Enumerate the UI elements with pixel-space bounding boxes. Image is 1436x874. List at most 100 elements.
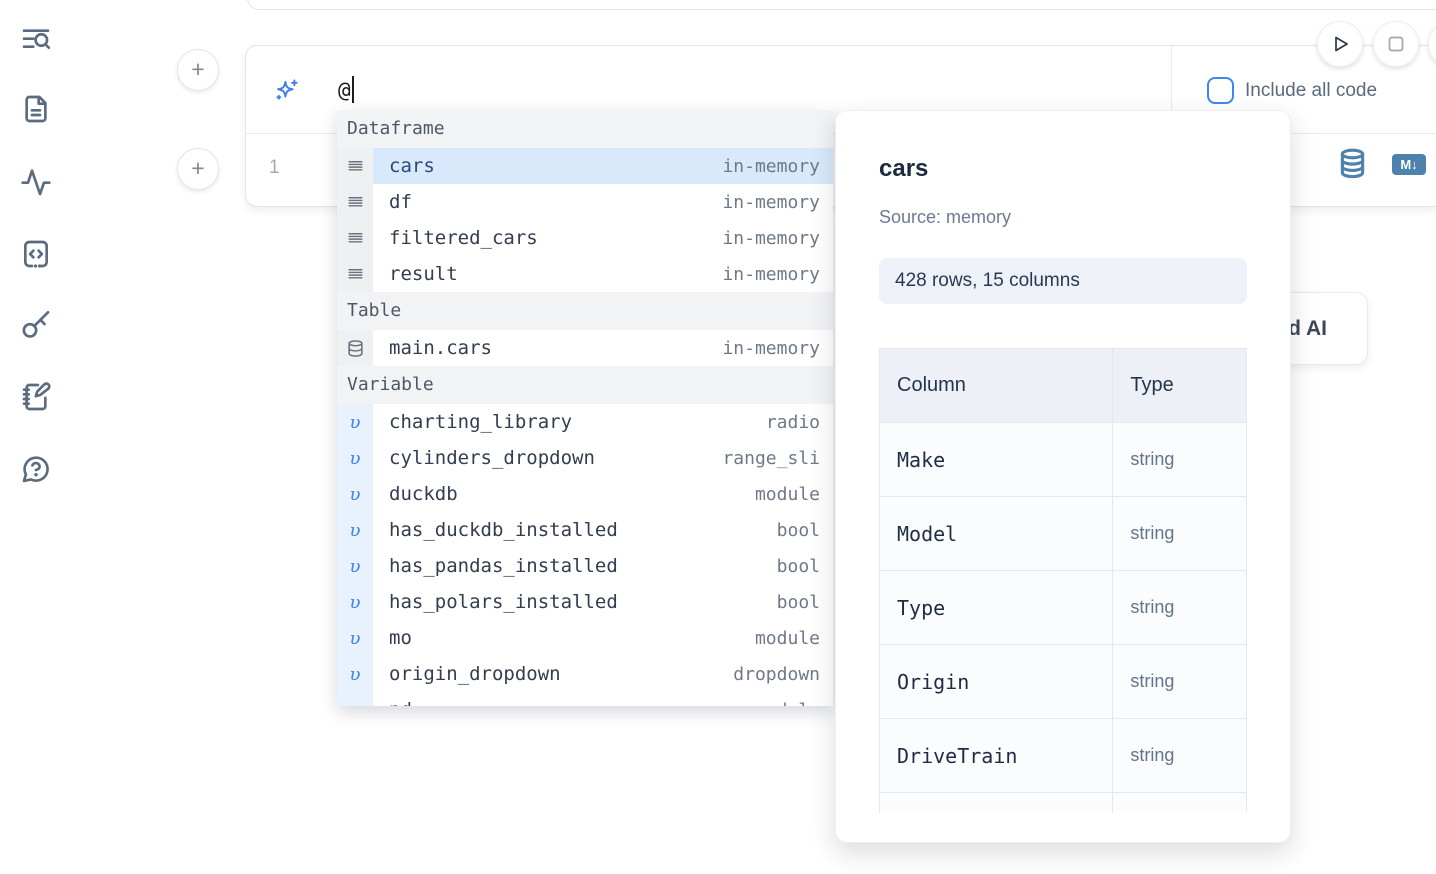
variable-icon: υ: [337, 476, 373, 512]
item-name: has_duckdb_installed: [389, 519, 618, 541]
item-type: module: [754, 627, 820, 649]
item-name: filtered_cars: [389, 227, 538, 249]
run-cell-button[interactable]: [1317, 21, 1363, 67]
code-editor-row[interactable]: 1 M↓: [246, 134, 1436, 206]
rows-icon: [337, 220, 373, 256]
dataframe-preview-card: cars Source: memory 428 rows, 15 columns…: [835, 110, 1291, 843]
markdown-icon[interactable]: M↓: [1392, 154, 1426, 175]
database-icon[interactable]: [1338, 148, 1367, 179]
item-type: range_sli: [722, 447, 820, 469]
item-type: bool: [776, 555, 820, 577]
include-all-code-label: Include all code: [1245, 80, 1378, 101]
ai-prompt-input[interactable]: @: [338, 77, 351, 102]
code-snippet-icon[interactable]: [20, 238, 52, 270]
item-type: in-memory: [722, 263, 820, 285]
variable-icon: υ: [337, 548, 373, 584]
column-type: string: [1112, 496, 1247, 571]
item-name: cars: [389, 155, 435, 177]
item-name: has_polars_installed: [389, 591, 618, 613]
item-name: pd: [389, 699, 412, 706]
column-name: Model: [879, 496, 1114, 571]
left-toolbar: [0, 0, 70, 874]
rows-icon: [337, 148, 373, 184]
item-name: df: [389, 191, 412, 213]
variable-icon: υ: [337, 512, 373, 548]
add-cell-button[interactable]: +: [177, 148, 219, 190]
column-type: string: [1112, 570, 1247, 645]
scratchpad-pen-icon[interactable]: [20, 381, 52, 413]
preview-title: cars: [879, 155, 929, 182]
schema-header-type: Type: [1112, 348, 1247, 423]
add-cell-button[interactable]: +: [177, 49, 219, 91]
variable-icon: υ: [337, 620, 373, 656]
autocomplete-section-header: Table: [337, 292, 833, 330]
autocomplete-item-df[interactable]: df in-memory: [337, 184, 833, 220]
item-name: duckdb: [389, 483, 458, 505]
item-type: module: [755, 700, 820, 707]
column-name: DriveTrain: [879, 718, 1114, 793]
column-name: Make: [879, 422, 1114, 497]
previous-cell-edge: [247, 0, 1436, 10]
rows-icon: [337, 184, 373, 220]
item-type: dropdown: [733, 663, 820, 685]
key-icon[interactable]: [20, 309, 52, 341]
variable-icon: υ: [337, 440, 373, 476]
item-name: charting_library: [389, 411, 573, 433]
item-type: in-memory: [722, 191, 820, 213]
autocomplete-item-pd[interactable]: υ pd module: [337, 692, 833, 706]
autocomplete-item-has_duckdb_installed[interactable]: υ has_duckdb_installed bool: [337, 512, 833, 548]
autocomplete-item-has_pandas_installed[interactable]: υ has_pandas_installed bool: [337, 548, 833, 584]
database-icon: [337, 330, 373, 366]
text-cursor: [351, 76, 354, 103]
activity-icon[interactable]: [20, 166, 52, 198]
item-type: in-memory: [722, 227, 820, 249]
variable-icon: υ: [337, 404, 373, 440]
autocomplete-item-cars[interactable]: cars in-memory: [337, 148, 833, 184]
column-name: [879, 792, 1114, 813]
item-name: result: [389, 263, 458, 285]
item-name: has_pandas_installed: [389, 555, 618, 577]
stop-button[interactable]: [1373, 21, 1419, 67]
variable-icon: υ: [337, 584, 373, 620]
rows-icon: [337, 256, 373, 292]
variable-icon: υ: [337, 692, 373, 706]
schema-row: [879, 792, 1247, 813]
item-type: in-memory: [722, 155, 820, 177]
item-type: module: [754, 483, 820, 505]
column-name: Origin: [879, 644, 1114, 719]
autocomplete-section-header: Dataframe: [337, 110, 833, 148]
column-type: string: [1112, 718, 1247, 793]
autocomplete-item-filtered_cars[interactable]: filtered_cars in-memory: [337, 220, 833, 256]
autocomplete-item-result[interactable]: result in-memory: [337, 256, 833, 292]
column-name: Type: [879, 570, 1114, 645]
item-type: bool: [776, 519, 820, 541]
search-list-icon[interactable]: [20, 24, 52, 56]
sparkles-icon: [273, 78, 300, 105]
stop-icon: [1388, 36, 1404, 52]
help-chat-icon[interactable]: [20, 453, 52, 485]
item-type: radio: [765, 411, 820, 433]
include-all-code-checkbox[interactable]: [1207, 77, 1234, 104]
shape-badge: 428 rows, 15 columns: [879, 258, 1247, 304]
autocomplete-item-charting_library[interactable]: υ charting_library radio: [337, 404, 833, 440]
file-document-icon[interactable]: [20, 93, 52, 125]
item-name: mo: [389, 627, 412, 649]
column-type: string: [1112, 644, 1247, 719]
item-type: in-memory: [722, 337, 820, 359]
autocomplete-section-header: Variable: [337, 366, 833, 404]
line-number: 1: [269, 157, 280, 178]
